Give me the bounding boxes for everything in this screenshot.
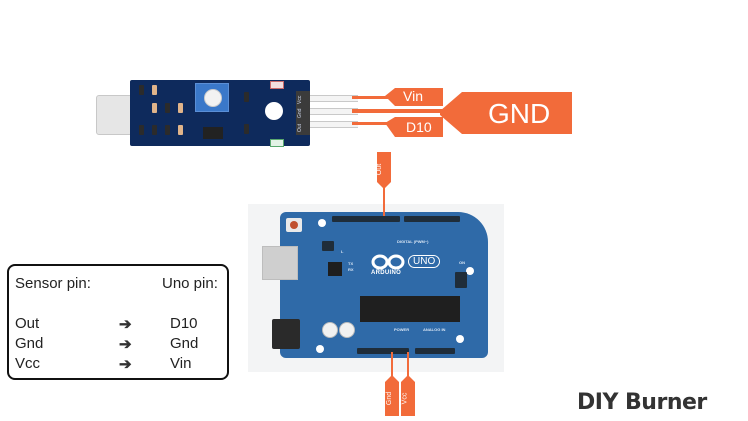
header-label-vcc: Vcc [297, 95, 303, 104]
analog-label: ANALOG IN [423, 327, 446, 332]
table-row-uno-pin: Vin [170, 355, 192, 372]
sensor-pin-out [310, 121, 358, 128]
potentiometer-knob-icon [204, 89, 222, 107]
out-callout-shape [377, 152, 391, 216]
potentiometer [195, 83, 229, 112]
sensor-pin-vcc [310, 95, 358, 102]
gnd-callout-shape [440, 92, 572, 134]
table-row-sensor-pin: Out [15, 315, 40, 332]
mounting-hole [316, 345, 324, 353]
power-led [270, 81, 284, 89]
d10-callout-label: D10 [406, 119, 432, 135]
digital-header-label: DIGITAL (PWM~) [397, 239, 429, 244]
reset-button [286, 218, 302, 232]
gnd-pin-callout-shape [385, 352, 399, 416]
arrow-right-icon: ➔ [119, 316, 132, 333]
arrow-right-icon: ➔ [119, 356, 132, 373]
usb-port [262, 246, 298, 280]
comparator-chip [203, 127, 223, 139]
header-label-gnd: Gnd [297, 108, 303, 118]
vin-lead [352, 96, 394, 99]
table-row-sensor-pin: Vcc [15, 355, 41, 372]
table-row-sensor-pin: Gnd [15, 335, 44, 352]
power-label: POWER [394, 327, 410, 332]
d10-lead [352, 122, 394, 125]
signal-led [270, 139, 284, 147]
on-led-label: ON [459, 260, 465, 265]
l-led-label: L [341, 249, 344, 254]
arduino-infinity-logo-icon [371, 254, 405, 270]
power-header [357, 348, 409, 354]
capacitor [322, 322, 338, 338]
table-header-uno: Uno pin: [162, 275, 218, 292]
usb-chip [328, 262, 342, 276]
gnd-lead [352, 109, 452, 113]
header-label-out: Out [297, 123, 303, 132]
brand-watermark: DIY Burner [577, 390, 707, 415]
icsp-header [322, 241, 334, 251]
sensor-pin-header: Vcc Gnd Out [296, 91, 310, 135]
table-row-uno-pin: D10 [170, 315, 198, 332]
vin-callout-shape [385, 88, 443, 106]
arduino-board [280, 212, 488, 358]
rx-led-label: RX [348, 267, 354, 272]
table-header-sensor: Sensor pin: [15, 275, 91, 292]
pin-mapping-table: Sensor pin: Uno pin: Out ➔ D10 Gnd ➔ Gnd… [7, 264, 229, 380]
vcc-pin-callout-shape [401, 352, 415, 416]
digital-header-left [332, 216, 400, 222]
analog-header [415, 348, 455, 354]
mounting-hole [318, 219, 326, 227]
mounting-hole [456, 335, 464, 343]
gnd-callout-label: GND [488, 98, 551, 129]
microphone-capsule [96, 95, 136, 135]
gnd-pin-callout-label: Gnd [386, 391, 394, 406]
uno-badge: UNO [408, 255, 441, 268]
d10-callout-shape [385, 117, 443, 137]
tx-led-label: TX [348, 261, 354, 266]
vcc-pin-callout-label: Vcc [401, 392, 409, 405]
sensor-pin-gnd [310, 108, 358, 115]
arduino-wordmark: ARDUINO [371, 270, 402, 276]
arrow-right-icon: ➔ [119, 336, 132, 353]
out-callout-label: Out [376, 163, 384, 176]
icsp-header-2 [455, 272, 467, 288]
power-jack [272, 319, 300, 349]
table-row-uno-pin: Gnd [170, 335, 199, 352]
mounting-hole [265, 102, 283, 120]
mounting-hole [466, 267, 474, 275]
vin-callout-label: Vin [403, 88, 423, 104]
digital-header-right [404, 216, 460, 222]
capacitor [339, 322, 355, 338]
atmega-chip [360, 296, 460, 322]
